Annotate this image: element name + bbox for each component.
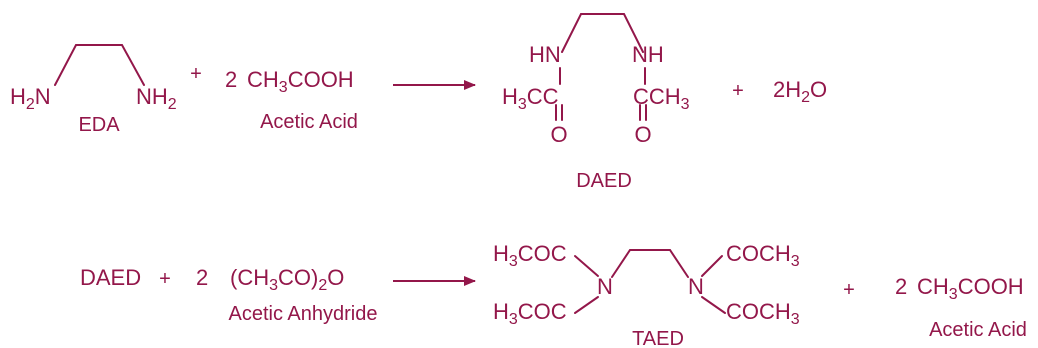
eda-skeleton-bond bbox=[54, 44, 145, 86]
taed-top-left-group: H3​COC bbox=[493, 241, 567, 270]
daed-acyl-left: H3​CC bbox=[502, 84, 559, 113]
daed-skeleton-bond bbox=[561, 13, 644, 53]
anhydride-coefficient: 2 bbox=[196, 265, 208, 290]
taed-bond-bottom-right bbox=[701, 296, 726, 314]
plus-sign: + bbox=[732, 80, 744, 102]
eda-right-amine: NH2​ bbox=[136, 84, 177, 113]
plus-sign: + bbox=[159, 268, 171, 290]
taed-bond-top-right bbox=[701, 255, 723, 277]
taed-skeleton-bond bbox=[611, 249, 689, 278]
acetic-acid-formula: CH3​COOH bbox=[917, 274, 1024, 303]
taed-nitrogen-left: N bbox=[597, 274, 613, 299]
plus-sign: + bbox=[843, 279, 855, 301]
acetic-acid-name: Acetic Acid bbox=[260, 111, 358, 133]
acetic-acid-coefficient: 2 bbox=[895, 274, 907, 299]
taed-bottom-left-group: H3​COC bbox=[493, 299, 567, 328]
eda-left-amine: H2​N bbox=[10, 84, 51, 113]
daed-nh-right: NH bbox=[632, 42, 664, 67]
anhydride-name: Acetic Anhydride bbox=[229, 303, 378, 325]
daed-reactant: DAED bbox=[80, 265, 141, 290]
taed-top-right-group: COCH3​ bbox=[726, 241, 800, 270]
daed-name: DAED bbox=[576, 170, 632, 192]
acetic-acid-formula: CH3​COOH bbox=[247, 67, 354, 96]
taed-bond-top-left bbox=[574, 255, 599, 277]
acetic-acid-name: Acetic Acid bbox=[929, 319, 1027, 341]
acetic-acid-coefficient: 2 bbox=[225, 67, 237, 92]
taed-name: TAED bbox=[632, 328, 684, 348]
daed-nh-left: HN bbox=[529, 42, 561, 67]
anhydride-formula: (CH3​CO)2​O bbox=[230, 265, 344, 294]
taed-bottom-right-group: COCH3​ bbox=[726, 299, 800, 328]
taed-nitrogen-right: N bbox=[688, 274, 704, 299]
plus-sign: + bbox=[190, 63, 202, 85]
daed-oxygen-left: O bbox=[550, 122, 567, 147]
eda-name: EDA bbox=[78, 114, 120, 136]
daed-oxygen-right: O bbox=[634, 122, 651, 147]
daed-acyl-right: CCH3​ bbox=[633, 84, 690, 113]
water-formula: 2H2​O bbox=[773, 77, 827, 106]
taed-bond-bottom-left bbox=[574, 296, 599, 314]
